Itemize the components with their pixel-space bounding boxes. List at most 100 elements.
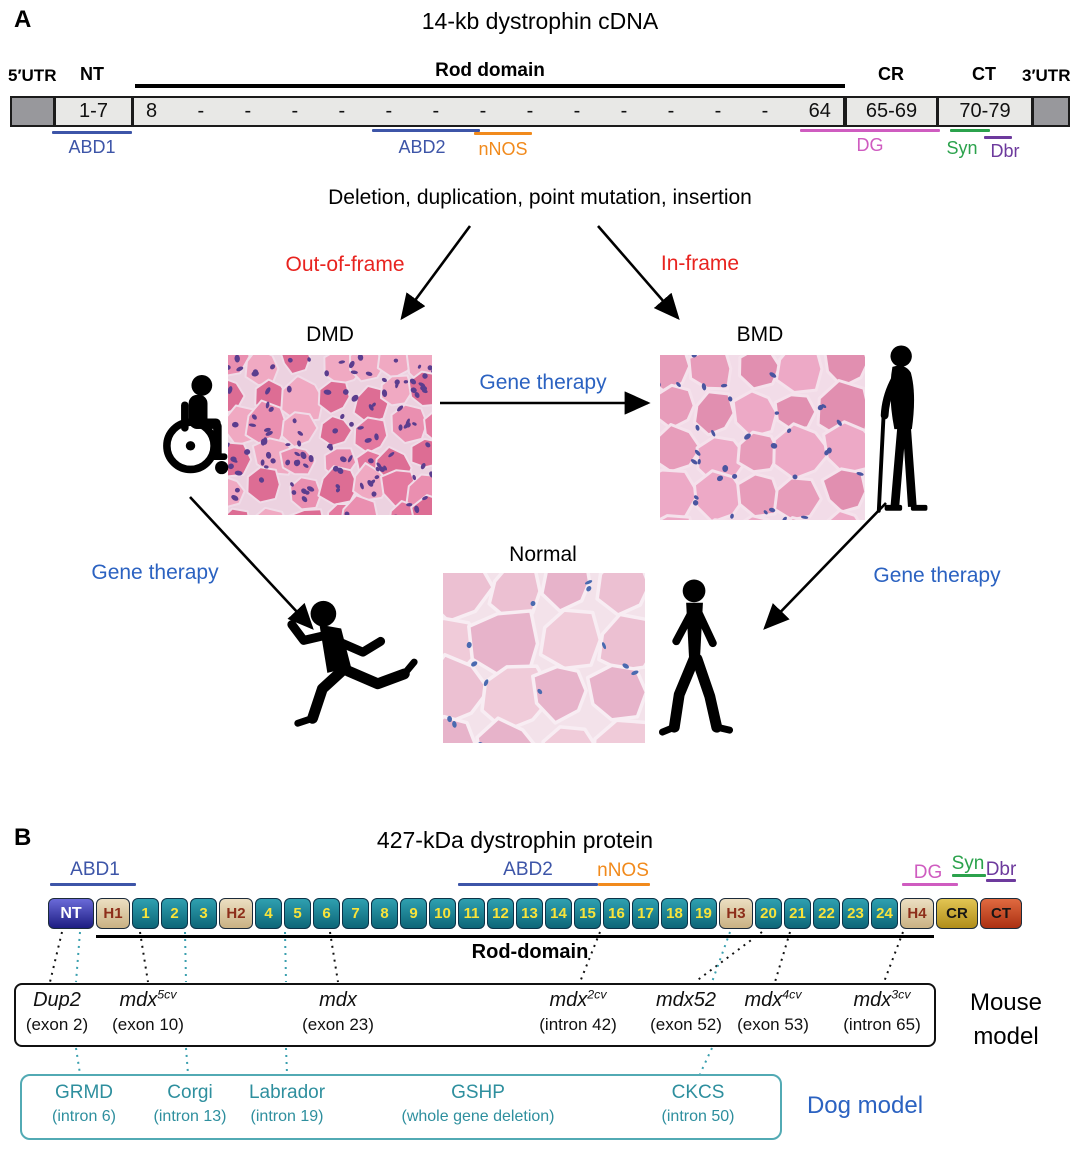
cr-header-label: CR: [878, 64, 904, 84]
mouse-model-box: [14, 983, 936, 1047]
protein-segment-14: 14: [545, 898, 572, 929]
mutation-types-text: Deletion, duplication, point mutation, i…: [328, 186, 752, 209]
mouse-model-location: (exon 10): [112, 1015, 184, 1034]
abd2-protein-line: [458, 883, 598, 886]
cane-person-silhouette: [876, 345, 928, 513]
abd1-protein-line: [50, 883, 136, 886]
abd2-underline: [372, 129, 480, 132]
protein-segment-2: 2: [161, 898, 188, 929]
protein-segment-10: 10: [429, 898, 456, 929]
abd2-protein-label: ABD2: [503, 859, 553, 880]
dg-protein-label: DG: [913, 862, 943, 883]
protein-segment-ct: CT: [980, 898, 1022, 929]
rod-cell-12: -: [714, 100, 722, 122]
protein-segment-24: 24: [871, 898, 898, 929]
in-frame-label: In-frame: [660, 252, 740, 275]
gene-therapy-label-right: Gene therapy: [873, 564, 1001, 587]
dog-model-corgi: Corgi (intron 13): [115, 1082, 265, 1126]
rod-cell-6: -: [432, 100, 440, 122]
mouse-model-mdx4cv: mdx4cv(exon 53): [703, 988, 843, 1035]
dog-model-location: (intron 19): [250, 1108, 324, 1125]
dog-model-ckcs: CKCS(intron 50): [623, 1082, 773, 1126]
protein-segment-7: 7: [342, 898, 369, 929]
nnos-underline: [474, 132, 532, 135]
mouse-model-location: (exon 23): [302, 1015, 374, 1034]
protein-segment-4: 4: [255, 898, 282, 929]
nnos-protein-label: nNOS: [597, 860, 649, 881]
protein-segment-21: 21: [784, 898, 811, 929]
rod-exon-segment: 8-------------64: [132, 96, 845, 127]
protein-segment-22: 22: [813, 898, 840, 929]
dbr-protein-line: [986, 879, 1016, 882]
rod-cell-0: 8: [146, 100, 158, 122]
exon-65-69-segment: 65-69: [845, 96, 938, 127]
mouse-model-location: (exon 53): [737, 1015, 809, 1034]
protein-segment-8: 8: [371, 898, 398, 929]
rod-domain-protein-label: Rod-domain: [471, 941, 589, 963]
mouse-model-name: mdx52: [655, 989, 717, 1011]
dog-model-location: (intron 6): [51, 1108, 117, 1125]
dog-model-location: (intron 13): [153, 1108, 227, 1125]
rod-cell-14: 64: [808, 100, 831, 122]
mouse-model-name: mdx3cv: [853, 987, 911, 1011]
protein-segment-15: 15: [574, 898, 601, 929]
dog-model-name: Corgi: [167, 1082, 213, 1103]
protein-segment-6: 6: [313, 898, 340, 929]
wheelchair-person-silhouette: [163, 375, 229, 475]
rod-cell-5: -: [385, 100, 393, 122]
protein-segment-h2: H2: [219, 898, 253, 929]
protein-segment-12: 12: [487, 898, 514, 929]
syn-underline: [950, 129, 990, 132]
dog-model-name: Labrador: [248, 1082, 326, 1103]
mouse-model-mdx2cv: mdx2cv (intron 42): [508, 987, 648, 1035]
dog-model-grmd: GRMD (intron 6): [9, 1082, 159, 1126]
rod-cell-4: -: [338, 100, 346, 122]
running-child-silhouette: [287, 600, 418, 727]
rod-domain-header-label: Rod domain: [435, 60, 545, 81]
protein-segment-3: 3: [190, 898, 217, 929]
dbr-underline: [984, 136, 1012, 139]
utr3-segment: [1032, 96, 1070, 127]
mouse-model-location: (intron 42): [539, 1015, 617, 1034]
dbr-label: Dbr: [990, 141, 1020, 161]
dmd-histology-image: [228, 355, 432, 515]
dog-model-name: GRMD: [54, 1082, 114, 1103]
protein-segment-11: 11: [458, 898, 485, 929]
mouse-model-mdx: mdx(exon 23): [268, 989, 408, 1035]
panel-a-title: 14-kb dystrophin cDNA: [421, 8, 659, 34]
protein-segment-19: 19: [690, 898, 717, 929]
dg-underline: [800, 129, 940, 132]
rod-cell-1: -: [197, 100, 205, 122]
protein-segment-16: 16: [603, 898, 630, 929]
abd1-protein-label: ABD1: [70, 859, 120, 880]
mouse-model-name: mdx5cv: [119, 987, 177, 1011]
dog-model-gshp: GSHP(whole gene deletion): [353, 1082, 603, 1126]
rod-cell-2: -: [244, 100, 252, 122]
syn-label: Syn: [946, 138, 978, 158]
mouse-model-location: (exon 52): [650, 1015, 722, 1034]
rod-cell-3: -: [291, 100, 299, 122]
protein-segment-h3: H3: [719, 898, 753, 929]
utr5-segment: [10, 96, 55, 127]
gene-therapy-label-left: Gene therapy: [91, 561, 219, 584]
protein-segment-23: 23: [842, 898, 869, 929]
normal-label: Normal: [509, 543, 577, 566]
panel-a-label: A: [14, 6, 32, 33]
protein-segment-20: 20: [755, 898, 782, 929]
bmd-label: BMD: [736, 323, 784, 346]
protein-segment-1: 1: [132, 898, 159, 929]
mouse-model-mdx5cv: mdx5cv (exon 10): [78, 987, 218, 1035]
dg-label: DG: [856, 135, 884, 155]
ct-header-label: CT: [972, 64, 996, 84]
utr5-label: 5′UTR: [8, 66, 57, 85]
dog-model-name: GSHP: [451, 1082, 505, 1103]
dbr-protein-label: Dbr: [985, 859, 1017, 880]
syn-protein-label: Syn: [951, 853, 985, 874]
rod-cell-10: -: [620, 100, 628, 122]
mouse-model-dup2: Dup2(exon 2): [0, 989, 127, 1035]
mouse-model-name: mdx2cv: [549, 987, 607, 1011]
dmd-label: DMD: [306, 323, 354, 346]
mouse-model-location: (intron 65): [843, 1015, 921, 1034]
